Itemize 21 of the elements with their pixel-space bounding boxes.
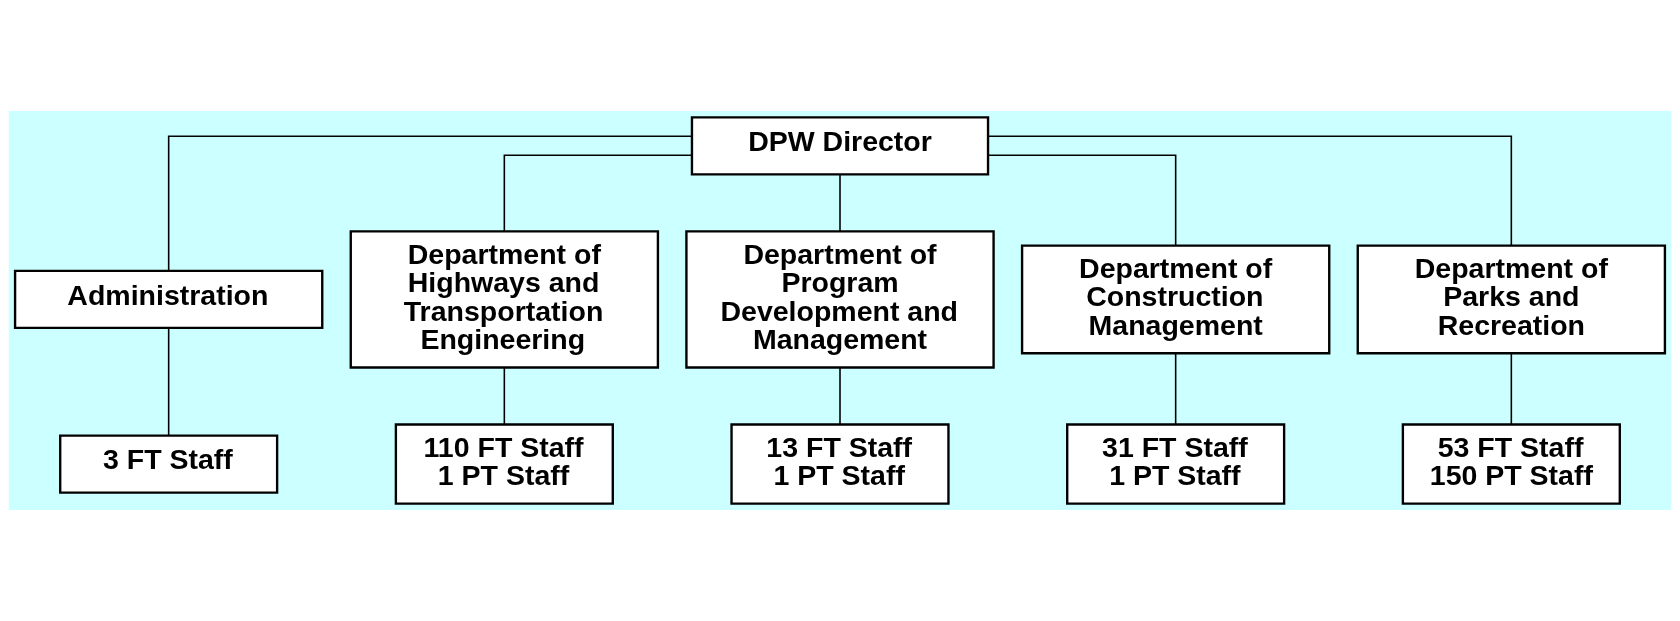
node-box: 31 FT Staff 1 PT Staff [1066,423,1286,505]
node-box: Department of Parks and Recreation [1356,244,1667,355]
connector [503,154,693,232]
connector [503,367,506,426]
connector [987,135,1513,247]
node-box: Department of Program Development and Management [685,230,995,369]
node-box: DPW Director [690,116,990,176]
connector [1174,352,1177,425]
connector [167,135,693,272]
node-box: Department of Construction Management [1020,244,1331,355]
node-box: 3 FT Staff [59,434,279,494]
node-box: 110 FT Staff 1 PT Staff [394,423,614,505]
node-box: 53 FT Staff 150 PT Staff [1401,423,1621,505]
node-box: Department of Highways and Transportation Engineering [349,230,660,369]
connector [167,327,170,436]
node-box: 13 FT Staff 1 PT Staff [730,423,950,505]
connector [839,173,841,232]
connector [987,154,1177,247]
node-box: Administration [13,269,324,330]
connector [839,367,841,426]
connector [1510,352,1513,425]
